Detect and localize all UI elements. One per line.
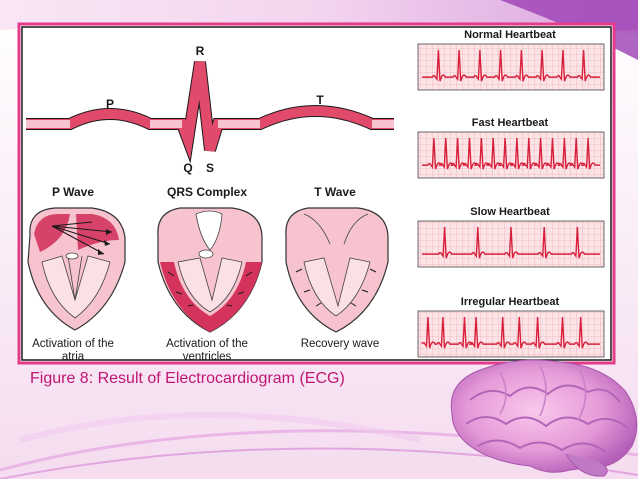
wave-label-t: T <box>316 93 324 107</box>
rhythm-title-fast: Fast Heartbeat <box>472 117 549 129</box>
wave-label-p: P <box>106 97 114 111</box>
rhythm-grid-irregular <box>417 310 605 358</box>
rhythm-grid-fast <box>417 131 605 179</box>
rhythm-trace-fast <box>422 137 600 170</box>
panel-title-qrs-complex: QRS Complex <box>167 185 247 199</box>
rhythm-trace-normal <box>422 49 600 82</box>
panel-caption-t-line1: Recovery wave <box>301 338 380 350</box>
panel-title-p-wave: P Wave <box>52 185 94 199</box>
panel-caption-p-line2: atria <box>62 351 85 363</box>
panel-title-t-wave: T Wave <box>314 185 356 199</box>
heart-t-wave-illustration <box>285 207 389 333</box>
rhythm-title-normal: Normal Heartbeat <box>464 29 556 41</box>
heart-p-wave-illustration <box>27 207 126 331</box>
rhythm-strips: Normal Heartbeat Fast Heartbeat Slow Hea… <box>417 29 605 358</box>
wave-label-q: Q <box>183 161 192 175</box>
ecg-waveform <box>26 61 394 164</box>
top-swoosh <box>0 0 638 34</box>
corner-swoosh <box>500 0 638 60</box>
bottom-swoosh-3 <box>19 412 421 443</box>
heart-qrs-complex-illustration <box>157 207 263 333</box>
brain-icon <box>450 359 638 477</box>
rhythm-trace-irregular <box>421 316 600 349</box>
panel-caption-p-line1: Activation of the <box>32 338 114 350</box>
panel-caption-qrs-line2: ventricles <box>183 351 232 363</box>
rhythm-grid-normal <box>417 43 605 91</box>
figure-caption: Figure 8: Result of Electrocardiogram (E… <box>30 370 345 387</box>
rhythm-trace-slow <box>422 226 600 259</box>
panel-caption-qrs-line1: Activation of the <box>166 338 248 350</box>
rhythm-title-irregular: Irregular Heartbeat <box>461 296 560 308</box>
wave-label-s: S <box>206 161 214 175</box>
rhythm-title-slow: Slow Heartbeat <box>470 206 550 218</box>
wave-label-r: R <box>196 44 205 58</box>
